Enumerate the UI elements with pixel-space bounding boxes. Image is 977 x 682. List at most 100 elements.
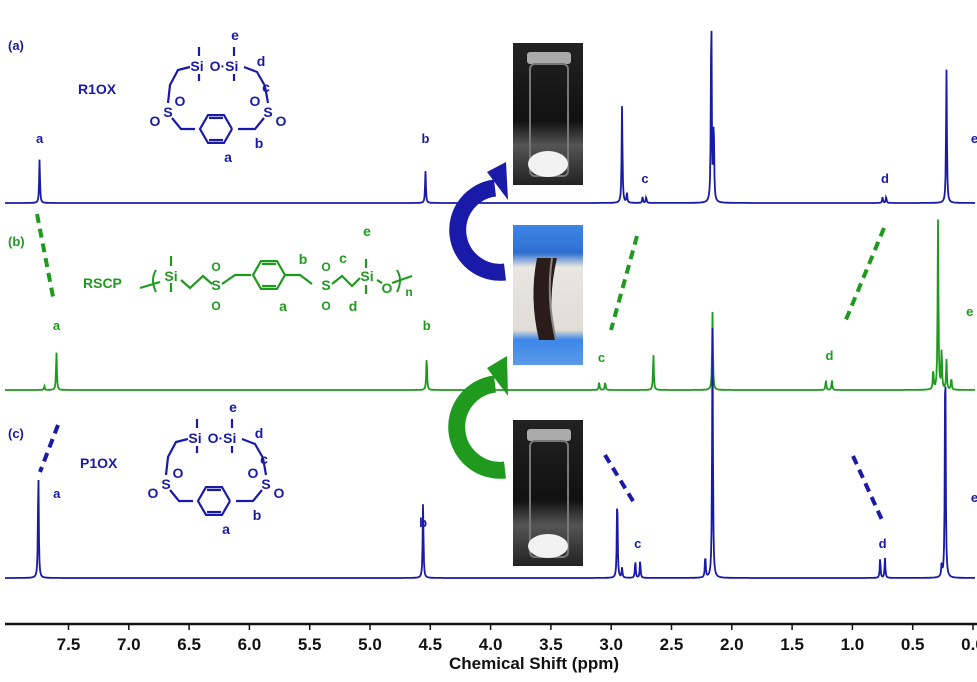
atom-o: O: [382, 280, 393, 296]
atom-s: S: [163, 104, 172, 120]
x-tick-label: 7.0: [117, 635, 141, 654]
dashed-line-d-green: [843, 227, 886, 323]
atom-o: O: [173, 465, 184, 481]
atom-o: O: [148, 485, 159, 501]
correlation-lines: [35, 213, 886, 521]
label-e: e: [231, 27, 239, 43]
peak-label-d: d: [879, 536, 887, 551]
atom-s: S: [161, 476, 170, 492]
peak-label-a: a: [36, 131, 44, 146]
photo-powder-vial-p1ox: [513, 420, 583, 566]
peak-label-b: b: [419, 515, 427, 530]
x-tick-label: 3.0: [599, 635, 623, 654]
atom-o: O: [175, 93, 186, 109]
subscript-n: n: [405, 285, 412, 299]
peak-label-c: c: [598, 350, 605, 365]
spectrum-r1ox: a b c d e: [5, 30, 977, 204]
atom-o-si: O·Si: [210, 58, 239, 74]
atom-si: Si: [190, 58, 203, 74]
x-tick-label: 4.5: [418, 635, 442, 654]
atom-o: O: [274, 485, 285, 501]
bond: [241, 437, 268, 476]
atom-o: O: [248, 465, 259, 481]
panel-tag-b: (b): [8, 234, 25, 249]
label-d: d: [257, 53, 266, 69]
dashed-line-a-blue: [38, 424, 60, 473]
bond: [331, 274, 361, 288]
peak-label-a: a: [53, 486, 61, 501]
spectrum-line: [5, 219, 975, 391]
spectrum-rscp: a b c d e: [5, 219, 975, 391]
bond: [166, 65, 191, 104]
bond: [238, 117, 265, 131]
x-tick-label: 0.5: [901, 635, 925, 654]
atom-si: Si: [360, 268, 373, 284]
label-d: d: [349, 298, 358, 314]
atom-o: O: [211, 299, 220, 313]
label-b: b: [299, 251, 308, 267]
benzene-ring: [198, 113, 233, 144]
atom-s: S: [211, 277, 220, 293]
atom-o: O: [250, 93, 261, 109]
peak-label-e: e: [971, 490, 977, 505]
atom-o-si: O·Si: [208, 430, 237, 446]
bond: [376, 279, 383, 284]
dashed-line-c-green: [609, 235, 639, 331]
atom-o: O: [211, 260, 220, 274]
atom-o: O: [276, 113, 287, 129]
bond: [171, 117, 195, 131]
spectra-group: a b c d e a b c d e a b c d e: [5, 30, 977, 579]
peak-label-e: e: [966, 304, 973, 319]
x-tick-label: 0.0: [961, 635, 977, 654]
atom-si: Si: [164, 268, 177, 284]
photo-powder-vial-r1ox: [513, 43, 583, 185]
benzene-ring: [196, 485, 231, 516]
peak-label-d: d: [826, 348, 834, 363]
peak-label-c: c: [641, 171, 648, 186]
blue-curved-arrow-icon: [449, 162, 508, 281]
atom-s: S: [263, 104, 272, 120]
bond: [391, 274, 413, 285]
green-curved-arrow-icon: [448, 356, 508, 479]
photo-elastomer-film-rscp: [513, 225, 583, 365]
panel-tag-a: (a): [8, 38, 24, 53]
panel-tag-c: (c): [8, 426, 24, 441]
x-tick-label: 1.5: [780, 635, 804, 654]
peak-label-d: d: [881, 171, 889, 186]
label-a: a: [224, 149, 232, 165]
bond: [285, 273, 313, 285]
x-tick-label: 3.5: [539, 635, 563, 654]
peak-label-b: b: [421, 131, 429, 146]
label-e: e: [229, 399, 237, 415]
bond: [236, 489, 263, 503]
peak-label-a: a: [53, 318, 61, 333]
compound-name-rscp: RSCP: [83, 275, 122, 291]
benzene-ring: [251, 260, 286, 290]
bracket: [152, 269, 157, 293]
label-b: b: [255, 135, 264, 151]
spectrum-line: [5, 30, 975, 204]
x-tick-label: 1.0: [841, 635, 865, 654]
atom-s: S: [261, 476, 270, 492]
compound-name-p1ox: P1OX: [80, 455, 118, 471]
x-tick-label: 5.0: [358, 635, 382, 654]
bond: [169, 489, 193, 503]
x-tick-label: 2.5: [660, 635, 684, 654]
x-axis-label: Chemical Shift (ppm): [449, 654, 619, 673]
atom-o: O: [321, 260, 330, 274]
bond: [139, 280, 161, 290]
x-tick-label: 6.5: [177, 635, 201, 654]
spectrum-line: [5, 327, 975, 579]
x-tick-label: 6.0: [238, 635, 262, 654]
dashed-line-c-blue: [603, 453, 638, 508]
peak-label-c: c: [634, 536, 641, 551]
label-e: e: [363, 223, 371, 239]
dashed-line-a-green: [35, 213, 56, 303]
peak-label-e: e: [971, 131, 977, 146]
compound-name-r1ox: R1OX: [78, 81, 117, 97]
bond: [164, 437, 189, 476]
atom-si: Si: [188, 430, 201, 446]
